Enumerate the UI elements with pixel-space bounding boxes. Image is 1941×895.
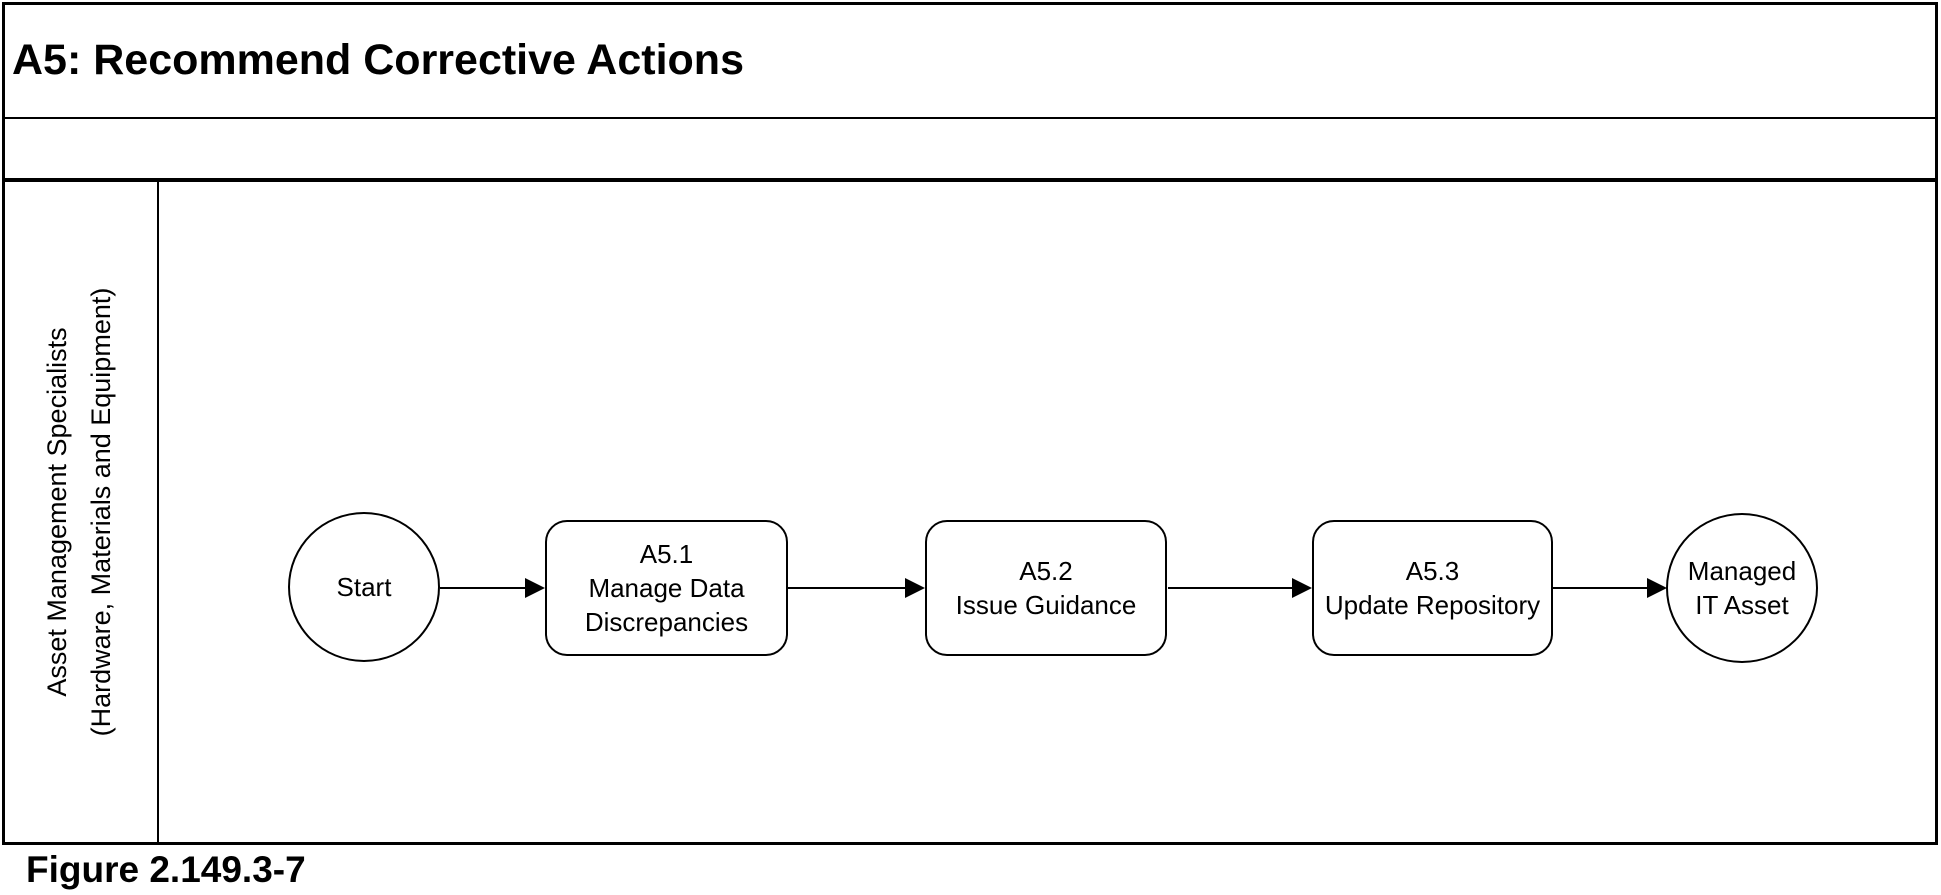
process-a53-id: A5.3	[1405, 556, 1460, 586]
process-node-a52: A5.2 Issue Guidance	[925, 520, 1167, 656]
arrow-head-icon	[525, 578, 545, 598]
swimlane-role-line2: (Hardware, Materials and Equipment)	[86, 287, 116, 737]
title-divider-line	[2, 117, 1938, 119]
end-node-label-line1: Managed	[1687, 556, 1797, 586]
process-a52-id: A5.2	[1019, 556, 1073, 586]
arrow-line	[440, 587, 525, 589]
arrow-head-icon	[1292, 578, 1312, 598]
arrow-line	[1553, 587, 1647, 589]
page-title: A5: Recommend Corrective Actions	[12, 35, 744, 84]
figure-caption: Figure 2.149.3-7	[26, 849, 306, 890]
arrow-head-icon	[1647, 578, 1667, 598]
process-node-a51: A5.1 Manage Data Discrepancies	[545, 520, 788, 656]
end-node-label-line2: IT Asset	[1695, 590, 1789, 620]
flow-arrow-a53-to-end	[1553, 578, 1667, 598]
process-node-a53: A5.3 Update Repository	[1312, 520, 1553, 656]
arrow-line	[1168, 587, 1292, 589]
start-node-label: Start	[336, 572, 392, 602]
process-a53-name-line1: Update Repository	[1324, 590, 1541, 620]
swimlane-divider-line	[157, 182, 159, 843]
process-a51-id: A5.1	[639, 539, 694, 569]
flow-arrow-a52-to-a53	[1168, 578, 1312, 598]
process-a52-name-line1: Issue Guidance	[955, 590, 1137, 620]
process-a51-name-line2: Discrepancies	[584, 607, 749, 637]
arrow-line	[788, 587, 905, 589]
band-divider-line	[2, 178, 1938, 182]
process-a51-name-line1: Manage Data	[588, 573, 745, 603]
diagram-frame	[2, 2, 1938, 845]
end-node: Managed IT Asset	[1666, 513, 1818, 663]
start-node: Start	[288, 512, 440, 662]
flow-arrow-a51-to-a52	[788, 578, 925, 598]
swimlane-role-line1: Asset Management Specialists	[42, 327, 72, 697]
flow-arrow-start-to-a51	[440, 578, 545, 598]
swimlane-role-label: Asset Management Specialists (Hardware, …	[35, 288, 123, 737]
arrow-head-icon	[905, 578, 925, 598]
